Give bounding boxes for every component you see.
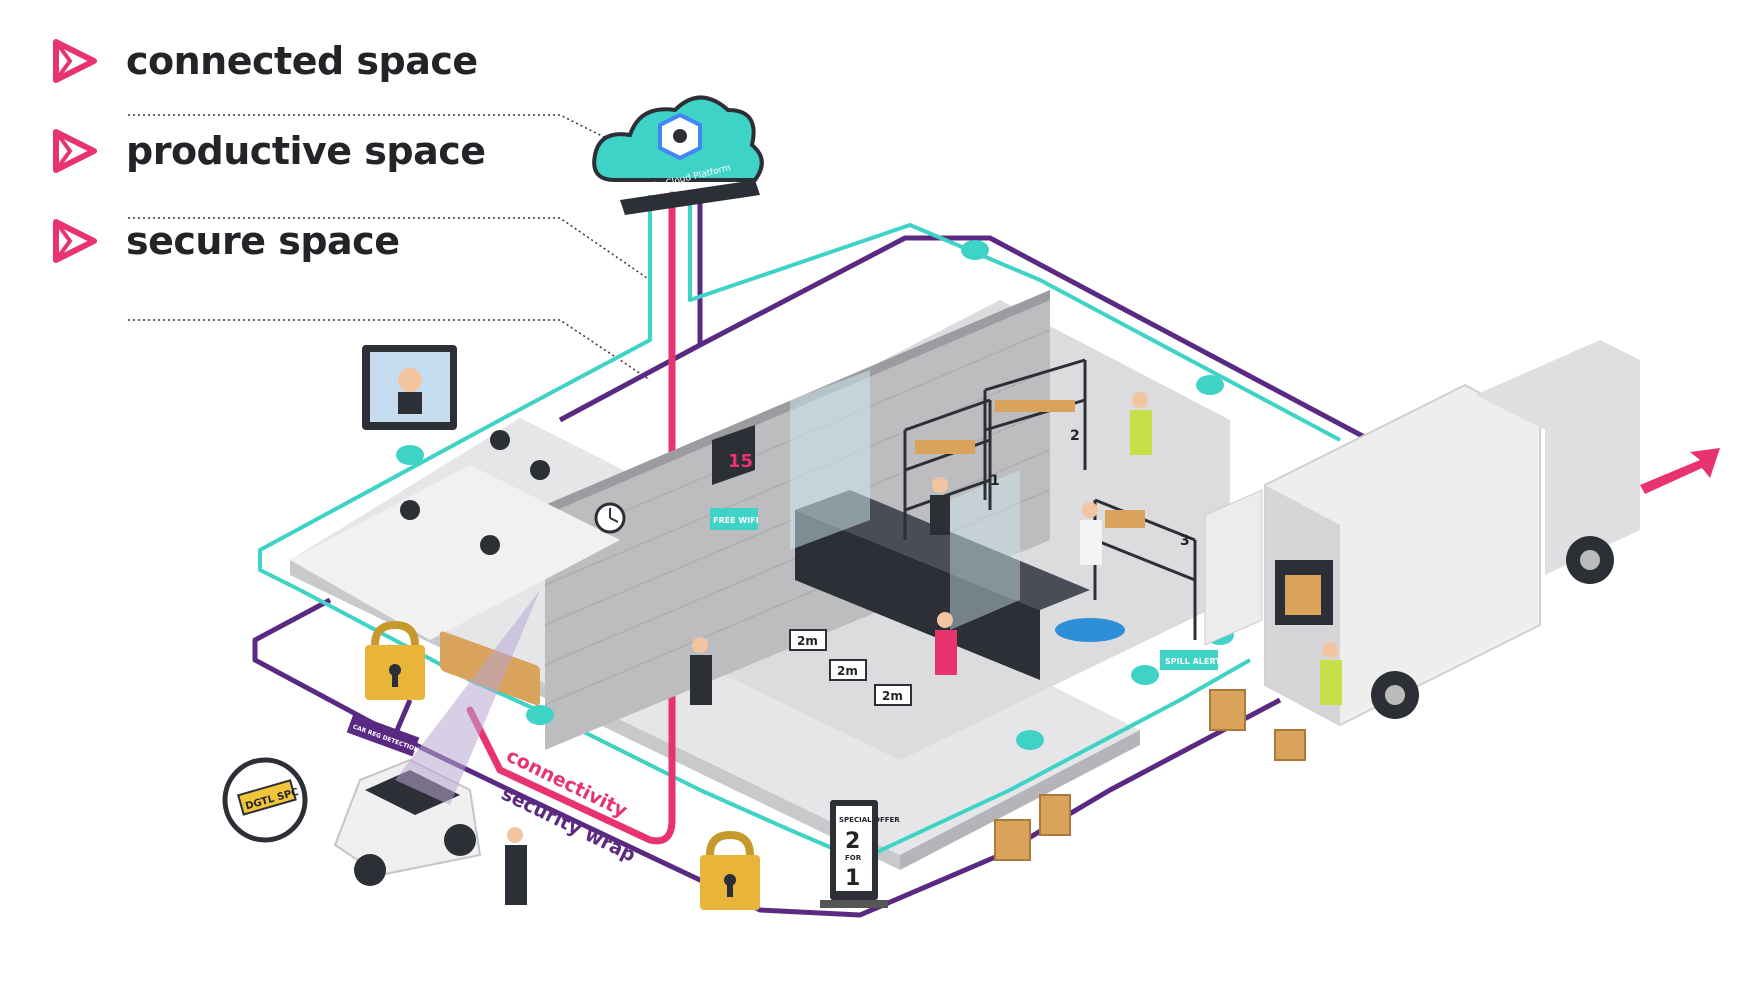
svg-text:FREE WIFI: FREE WIFI [713,516,759,525]
legend-label: productive space [126,129,486,173]
padlock-icon [365,620,425,700]
legend-item-secure: secure space [52,218,400,264]
license-plate-zoom: DGTL SPC [222,757,308,843]
play-logo-icon [53,129,97,173]
shelf-number-2: 2 [1070,428,1080,444]
google-cloud-logo-icon [658,112,702,161]
wifi-tag: FREE WIFI [710,508,759,530]
clock-icon [594,502,626,534]
camera-beam [395,590,540,805]
shop-counter [790,370,1090,680]
legend-item-connected: connected space [52,38,478,84]
shelf-number-1: 1 [990,473,1000,489]
parcel-stacks [994,689,1306,861]
shelf-boxes [915,400,1145,528]
svg-text:SPECIAL OFFER: SPECIAL OFFER [839,816,900,824]
video-conference-screen [362,345,457,430]
svg-text:2m: 2m [797,634,818,648]
play-logo-icon [53,219,97,263]
exit-arrow-icon [1640,448,1720,494]
svg-text:2m: 2m [837,664,858,678]
shelf-number-3: 3 [1180,533,1190,549]
legend-item-productive: productive space [52,128,486,174]
padlock-icon [700,830,760,910]
play-logo-icon [53,39,97,83]
svg-text:2: 2 [845,829,860,854]
svg-text:FOR: FOR [845,854,862,862]
connectivity-path [258,195,1341,862]
svg-text:1: 1 [845,866,860,891]
distance-markers: 2m 2m 2m [789,629,912,706]
spill-puddle: SPILL ALERT [1055,618,1221,670]
car-reg-tag: CAR REG DETECTION [346,713,420,757]
svg-text:2m: 2m [882,689,903,703]
special-offer-sign: SPECIAL OFFER 2 FOR 1 [820,800,900,908]
people [505,392,1342,905]
svg-text:15: 15 [728,451,753,472]
legend-label: connected space [126,39,478,83]
queue-counter-display: 15 [712,425,755,485]
spill-tag: SPILL ALERT [1165,657,1221,666]
leader-lines [128,114,651,381]
pink-connectivity-line [466,191,676,845]
cloud-nodes [396,240,1234,750]
delivery-truck [1204,340,1640,727]
cloud-icon: Google Cloud Platform [592,95,764,215]
legend-label: secure space [126,219,400,263]
